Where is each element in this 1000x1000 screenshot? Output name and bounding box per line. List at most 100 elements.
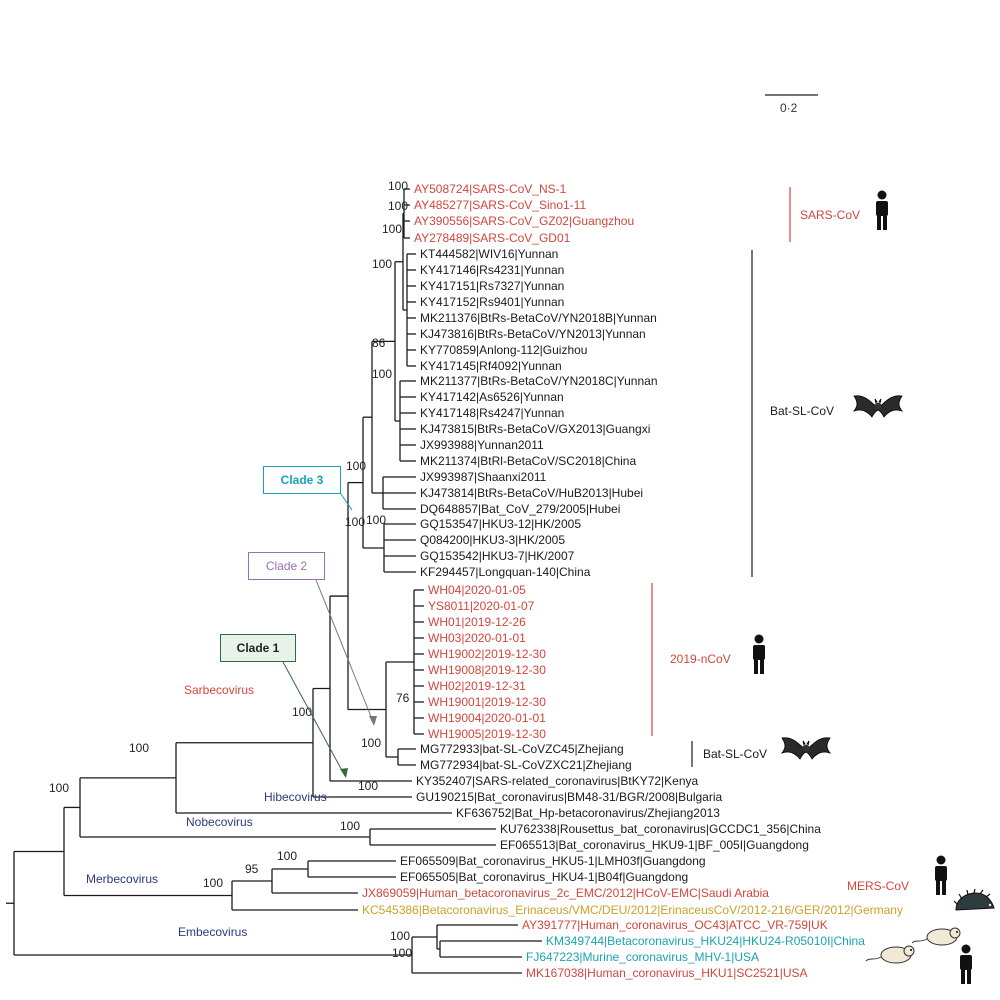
taxon-label: EF065509|Bat_coronavirus_HKU5-1|LMH03f|G… [400,854,706,868]
taxon-label: KJ473815|BtRs-BetaCoV/GX2013|Guangxi [420,422,650,436]
human-icon [753,634,765,674]
bootstrap-value: 100 [388,199,408,213]
taxon-label: WH01|2019-12-26 [428,615,526,629]
hibecovirus-label: Hibecovirus [264,790,327,804]
taxon-label: Q084200|HKU3-3|HK/2005 [420,533,565,547]
taxon-label: JX869059|Human_betacoronavirus_2c_EMC/20… [362,886,769,900]
taxon-label: WH19002|2019-12-30 [428,647,546,661]
bootstrap-value: 100 [372,257,392,271]
clade3-pointer [340,493,353,511]
taxon-label: JX993987|Shaanxi2011 [420,470,547,484]
clade2-box: Clade 2 [248,552,325,580]
bootstrap-value: 100 [129,741,149,755]
taxon-label: WH19008|2019-12-30 [428,663,546,677]
bootstrap-value: 100 [346,459,366,473]
taxon-label: KF294457|Longquan-140|China [420,565,591,579]
taxon-label: WH03|2020-01-01 [428,631,526,645]
taxon-label: KM349744|Betacoronavirus_HKU24|HKU24-R05… [546,934,865,948]
human-icon [935,855,947,895]
taxon-label: KF636752|Bat_Hp-betacoronavirus/Zhejiang… [456,806,720,820]
taxon-label: KY417145|Rf4092|Yunnan [420,359,562,373]
taxon-label: KY417152|Rs9401|Yunnan [420,295,564,309]
taxon-label: EF065505|Bat_coronavirus_HKU4-1|B04f|Gua… [400,870,688,884]
taxon-label: MG772934|bat-SL-CoVZXC21|Zhejiang [420,758,632,772]
taxon-label: AY390556|SARS-CoV_GZ02|Guangzhou [414,214,634,228]
bootstrap-value: 100 [388,179,408,193]
bat-sl-cov-2-group-label: Bat-SL-CoV [703,747,767,761]
taxon-label: KY352407|SARS-related_coronavirus|BtKY72… [416,774,699,788]
bootstrap-value: 86 [372,336,386,350]
rat-icon [865,945,915,964]
taxon-label: YS8011|2020-01-07 [428,599,535,613]
bootstrap-value: 76 [396,691,410,705]
taxon-label: AY485277|SARS-CoV_Sino1-11 [414,198,586,212]
taxon-label: KY417142|As6526|Yunnan [420,390,564,404]
taxon-label: KC545386|Betacoronavirus_Erinaceus/VMC/D… [362,903,903,917]
bat-icon [853,395,903,418]
taxon-label: FJ647223|Murine_coronavirus_MHV-1|USA [526,950,759,964]
taxon-label: MK167038|Human_coronavirus_HKU1|SC2521|U… [526,966,808,980]
rat-icon [911,927,961,946]
hedgehog-icon [953,888,995,911]
taxon-label: KJ473816|BtRs-BetaCoV/YN2013|Yunnan [420,327,646,341]
bootstrap-value: 100 [390,929,410,943]
taxon-label: KT444582|WIV16|Yunnan [420,247,558,261]
taxon-label: GQ153547|HKU3-12|HK/2005 [420,517,581,531]
bootstrap-value: 100 [361,736,381,750]
scale-bar-label: 0·2 [780,101,798,115]
bootstrap-value: 100 [358,779,378,793]
taxon-label: KY417151|Rs7327|Yunnan [420,279,564,293]
taxon-label: KJ473814|BtRs-BetaCoV/HuB2013|Hubei [420,486,643,500]
sars-cov-group-label: SARS-CoV [800,208,860,222]
taxon-label: KY770859|Anlong-112|Guizhou [420,343,587,357]
taxon-label: KU762338|Rousettus_bat_coronavirus|GCCDC… [500,822,821,836]
taxon-label: AY508724|SARS-CoV_NS-1 [414,182,567,196]
sarbecovirus-label: Sarbecovirus [184,683,254,697]
taxon-label: MK211376|BtRs-BetaCoV/YN2018B|Yunnan [420,311,657,325]
bootstrap-value: 100 [292,705,312,719]
bootstrap-value: 100 [345,515,365,529]
merbecovirus-label: Merbecovirus [86,872,158,886]
clade3-box: Clade 3 [263,466,341,494]
bat-sl-cov-group-label: Bat-SL-CoV [770,404,834,418]
taxon-label: AY278489|SARS-CoV_GD01 [414,231,571,245]
taxon-label: DQ648857|Bat_CoV_279/2005|Hubei [420,502,620,516]
bootstrap-value: 100 [49,781,69,795]
taxon-label: MG772933|bat-SL-CoVZC45|Zhejiang [420,742,624,756]
ncov-group-label: 2019-nCoV [670,652,731,666]
bootstrap-value: 100 [340,819,360,833]
human-icon [876,190,888,230]
taxon-label: EF065513|Bat_coronavirus_HKU9-1|BF_005I|… [500,838,809,852]
mers-cov-group-label: MERS-CoV [847,879,909,893]
taxon-label: GU190215|Bat_coronavirus|BM48-31/BGR/200… [416,790,723,804]
bootstrap-value: 100 [382,222,402,236]
tree-branches [6,188,542,974]
bootstrap-value: 100 [392,946,412,960]
taxon-label: JX993988|Yunnan2011 [420,438,544,452]
leaf-labels: AY508724|SARS-CoV_NS-1AY485277|SARS-CoV_… [362,182,903,980]
taxon-label: GQ153542|HKU3-7|HK/2007 [420,549,575,563]
taxon-label: MK211377|BtRs-BetaCoV/YN2018C|Yunnan [420,374,658,388]
clade2-arrowhead [369,716,377,726]
clade1-arrowhead [340,768,348,778]
embecovirus-label: Embecovirus [178,925,247,939]
taxon-label: KY417146|Rs4231|Yunnan [420,263,564,277]
bootstrap-value: 100 [366,513,386,527]
clade2-pointer [315,579,375,725]
bat-icon [781,737,831,760]
bootstrap-value: 95 [245,862,259,876]
taxon-label: WH19005|2019-12-30 [428,727,546,741]
taxon-label: AY391777|Human_coronavirus_OC43|ATCC_VR-… [522,918,828,932]
taxon-label: WH19004|2020-01-01 [428,711,546,725]
taxon-label: WH02|2019-12-31 [428,679,526,693]
clade1-box: Clade 1 [220,634,296,662]
bootstrap-value: 100 [203,876,223,890]
taxon-label: MK211374|BtRl-BetaCoV/SC2018|China [420,454,636,468]
human-icon [960,944,972,984]
taxon-label: WH19001|2019-12-30 [428,695,546,709]
taxon-label: KY417148|Rs4247|Yunnan [420,406,564,420]
nobecovirus-label: Nobecovirus [186,815,253,829]
bootstrap-value: 100 [277,849,297,863]
bootstrap-value: 100 [372,367,392,381]
